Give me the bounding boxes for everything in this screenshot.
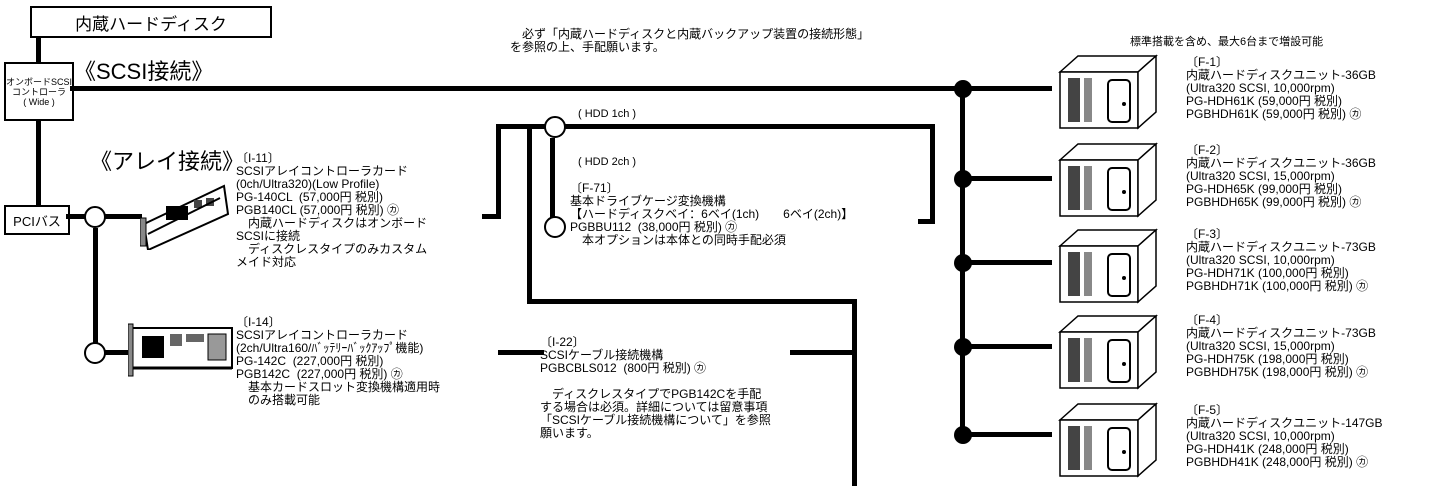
- i22-text: 〔I-22〕 SCSIケーブル接続機構 PGBCBLS012 (800円 税別)…: [540, 335, 771, 440]
- standard-note: 標準搭載を含め、最大6台まで増設可能: [1130, 36, 1324, 48]
- top-title-box: 内蔵ハードディスク: [30, 6, 272, 38]
- pci-junction-top: [84, 206, 106, 228]
- i14-to-i22-line: [498, 350, 544, 355]
- onboard-scsi-box: オンボードSCSI コントローラ ( Wide ): [4, 62, 74, 121]
- ch1-to-bottom-line: [527, 299, 857, 304]
- top-title-text: 内蔵ハードディスク: [75, 14, 227, 34]
- bottom-drop: [852, 299, 857, 486]
- disk-unit-2-text: 〔F-2〕 内蔵ハードディスクユニット-36GB (Ultra320 SCSI,…: [1186, 143, 1376, 209]
- i14-text: 〔I-14〕 SCSIアレイコントローラカード (2ch/Ultra160/ﾊﾞ…: [236, 315, 441, 407]
- hdd1-label: ( HDD 1ch ): [578, 108, 637, 120]
- disk-unit-1-text: 〔F-1〕 内蔵ハードディスクユニット-36GB (Ultra320 SCSI,…: [1186, 55, 1376, 121]
- pci-line-i14: [104, 350, 130, 355]
- disk-link-1: [960, 86, 1052, 91]
- disk-unit-1-image: [1058, 54, 1158, 130]
- f71-text: 〔F-71〕 基本ドライブケージ変換機構 【ハードディスクベイ：6ベイ(1ch)…: [570, 181, 854, 247]
- ch1-vertical-left: [496, 124, 501, 219]
- hdd1-junction: [544, 116, 566, 138]
- reference-note: 必ず「内蔵ハードディスクと内蔵バックアップ装置の接続形態」 を参照の上、手配願い…: [510, 27, 870, 54]
- i22-right-line: [790, 350, 857, 355]
- ch1-horizontal-top: [496, 124, 546, 129]
- pci-junction-bottom: [84, 342, 106, 364]
- disk-unit-4-text: 〔F-4〕 内蔵ハードディスクユニット-73GB (Ultra320 SCSI,…: [1186, 313, 1376, 379]
- pci-bus-label: PCIバス: [13, 213, 61, 229]
- array-title: 《アレイ接続》: [90, 149, 245, 174]
- disk-link-2: [960, 176, 1052, 181]
- disk-link-3: [960, 260, 1052, 265]
- disk-unit-5-image: [1058, 402, 1158, 478]
- raid-card-i11-image: [140, 184, 230, 250]
- main-trunk-top: [36, 36, 41, 62]
- hdd2-junction: [544, 216, 566, 238]
- disk-unit-4-image: [1058, 314, 1158, 390]
- disk-unit-3-image: [1058, 228, 1158, 304]
- raid-card-i14-image: [128, 323, 233, 377]
- ch2-vertical: [550, 138, 555, 224]
- i11-text: 〔I-11〕 SCSIアレイコントローラカード (0ch/Ultra320)(L…: [236, 151, 428, 269]
- hdd1-drop-tail: [918, 219, 935, 224]
- disk-unit-2-image: [1058, 142, 1158, 218]
- scsi-title: 《SCSI接続》: [74, 59, 214, 84]
- hdd1-drop: [930, 124, 935, 224]
- pci-line-down: [93, 228, 98, 348]
- i11-to-hdd1-line: [482, 214, 500, 219]
- disk-link-4: [960, 344, 1052, 349]
- disk-link-5: [960, 432, 1052, 437]
- ch1-vertical-right: [527, 128, 532, 303]
- pci-bus-box: PCIバス: [4, 205, 70, 235]
- disk-unit-5-text: 〔F-5〕 内蔵ハードディスクユニット-147GB (Ultra320 SCSI…: [1186, 403, 1383, 469]
- scsi-bus-line: [70, 86, 1020, 91]
- hdd2-label: ( HDD 2ch ): [578, 156, 637, 168]
- disk-unit-3-text: 〔F-3〕 内蔵ハードディスクユニット-73GB (Ultra320 SCSI,…: [1186, 227, 1376, 293]
- hdd1-line: [564, 124, 934, 129]
- main-trunk-mid: [36, 120, 41, 210]
